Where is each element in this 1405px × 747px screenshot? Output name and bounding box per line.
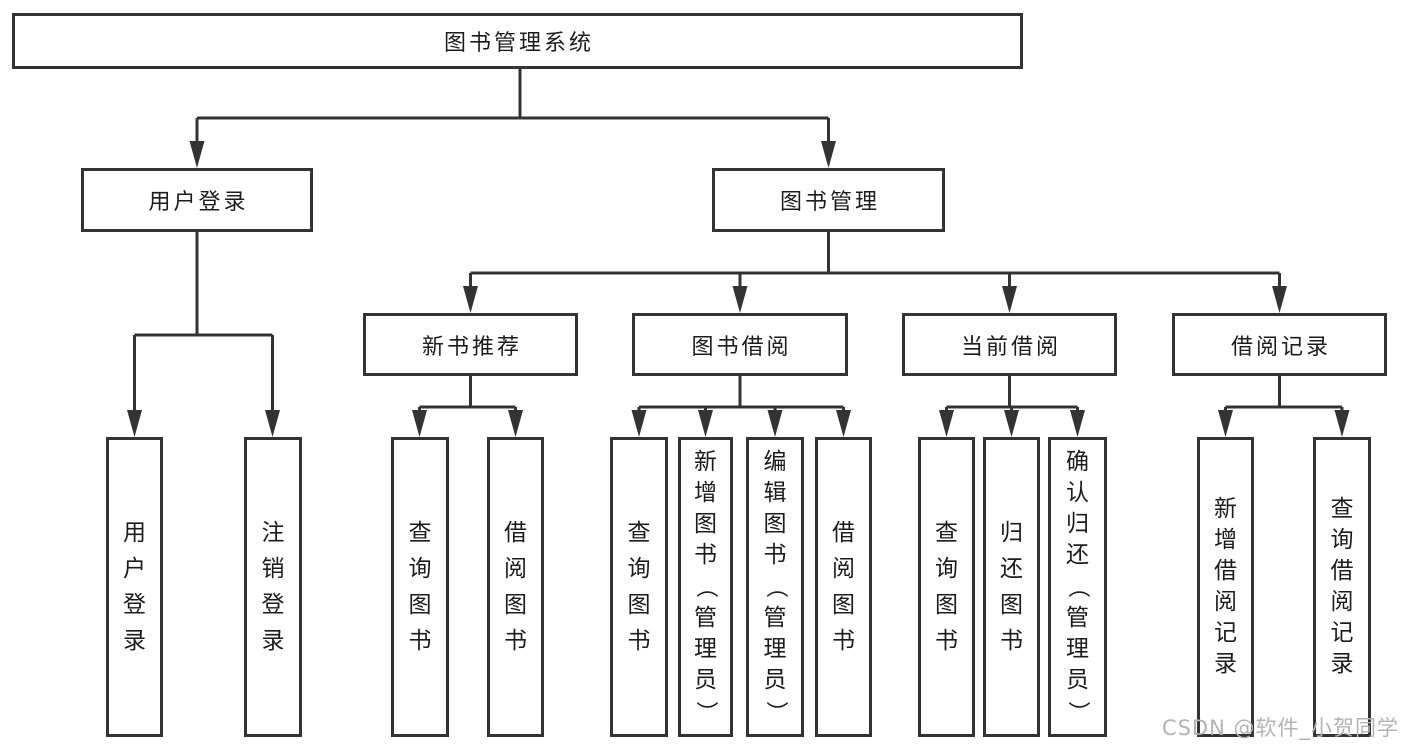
node-current-borrow: 当前借阅: [902, 313, 1117, 376]
node-label: 当前借阅: [960, 334, 1061, 360]
leaf-recommend-query-books: 查询图书: [391, 437, 449, 737]
node-label: 用户登录: [148, 190, 249, 215]
leaf-record-query-borrow-record: 查询借阅记录: [1313, 437, 1371, 737]
leaf-current-confirm-return-admin: 确认归还（管理员）: [1048, 437, 1107, 737]
leaf-recommend-borrow-books: 借阅图书: [487, 437, 544, 737]
leaf-label: 注销登录: [261, 519, 285, 654]
leaf-current-return-books: 归还图书: [983, 437, 1040, 737]
leaf-label: 编辑图书（管理员）: [762, 448, 788, 723]
leaf-label: 借阅图书: [832, 519, 855, 654]
leaf-label: 查询借阅记录: [1330, 496, 1354, 677]
node-label: 图书管理系统: [443, 31, 594, 56]
leaf-record-add-borrow-record: 新增借阅记录: [1197, 437, 1254, 737]
leaf-logout: 注销登录: [244, 437, 302, 737]
leaf-label: 确认归还（管理员）: [1065, 448, 1091, 723]
node-label: 新书推荐: [421, 334, 522, 360]
node-book-management: 图书管理: [712, 168, 945, 232]
node-book-borrow: 图书借阅: [632, 313, 848, 376]
leaf-borrow-query-books: 查询图书: [610, 437, 668, 737]
node-label: 图书借阅: [691, 334, 792, 360]
leaf-borrow-add-books-admin: 新增图书（管理员）: [678, 437, 733, 737]
node-borrow-record: 借阅记录: [1172, 313, 1387, 376]
leaf-label: 用户登录: [123, 519, 146, 654]
leaf-borrow-borrow-books: 借阅图书: [815, 437, 872, 737]
node-new-book-recommend: 新书推荐: [363, 313, 578, 376]
leaf-user-login: 用户登录: [106, 437, 163, 737]
leaf-label: 借阅图书: [504, 519, 527, 654]
csdn-watermark: CSDN @软件_小贺同学: [1161, 716, 1399, 740]
leaf-borrow-edit-books-admin: 编辑图书（管理员）: [746, 437, 804, 737]
node-label: 借阅记录: [1230, 334, 1331, 360]
node-label: 图书管理: [779, 190, 880, 215]
node-user-login: 用户登录: [81, 168, 313, 232]
leaf-label: 查询图书: [627, 519, 651, 654]
arrowheads: [127, 141, 1350, 437]
leaf-label: 归还图书: [1000, 519, 1023, 654]
leaf-label: 新增图书（管理员）: [693, 448, 719, 723]
leaf-label: 查询图书: [935, 519, 958, 654]
leaf-label: 查询图书: [408, 519, 432, 654]
leaf-label: 新增借阅记录: [1214, 496, 1237, 677]
leaf-current-query-books: 查询图书: [918, 437, 975, 737]
node-library-management-system: 图书管理系统: [12, 13, 1023, 69]
